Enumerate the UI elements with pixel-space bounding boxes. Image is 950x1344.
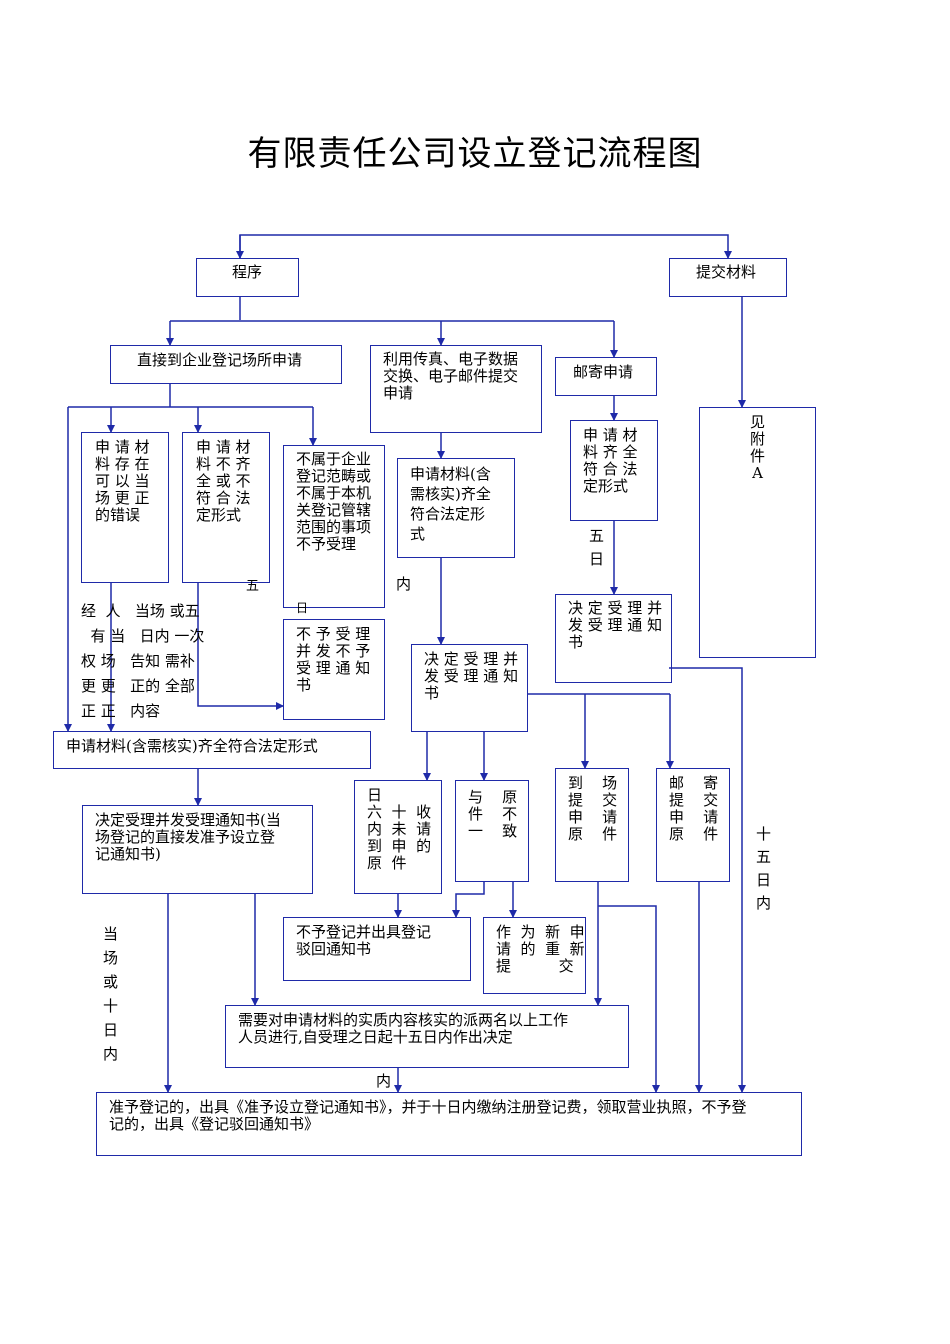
electronic-submit-label: 利用传真、电子数据 交换、电子邮件提交 申请	[383, 350, 519, 402]
out-of-scope-box: 不属于企业 登记范畴或 不属于本机 关登记管辖 范围的事项 不予受理	[283, 445, 385, 608]
reject-notice-label: 不 予 受 理 并 发 不 予 受 理 通 知 书	[296, 625, 371, 694]
e-accept-label: 决 定 受 理 并 发 受 理 通 知 书	[424, 650, 519, 702]
reject-notice-box: 不 予 受 理 并 发 不 予 受 理 通 知 书	[283, 619, 385, 720]
five-days-vertical: 五 日	[589, 527, 605, 568]
direct-complete-box: 申请材料(含需核实)齐全符合法定形式	[53, 731, 371, 769]
no-register-notice-label: 不予登记并出具登记 驳回通知书	[296, 923, 432, 958]
e-inconsistent-box: 与 原 件 不 一 致	[455, 780, 529, 882]
inner-mark-1: 内	[396, 575, 412, 593]
electronic-submit-box: 利用传真、电子数据 交换、电子邮件提交 申请	[370, 345, 542, 433]
e-onsite-label: 到 场 提 交 申 请 原 件	[568, 774, 618, 843]
incomplete-label: 申 请 材 料 不 齐 全 或 不 符 合 法 定形式	[196, 438, 251, 524]
e-accept-box: 决 定 受 理 并 发 受 理 通 知 书	[411, 644, 528, 732]
procedure-box: 程序	[196, 258, 299, 297]
correctable-errors-label: 申 请 材 料 存 在 可 以 当 场 更 正 的错误	[95, 438, 150, 524]
e-mail-original-box: 邮 寄 提 交 申 请 原 件	[656, 768, 730, 882]
direct-apply-label: 直接到企业登记场所申请	[137, 351, 303, 369]
mail-accept-box: 决 定 受 理 并 发 受 理 通 知 书	[555, 594, 672, 683]
direct-accept-label: 决定受理并发受理通知书(当 场登记的直接发准予设立登 记通知书)	[95, 811, 281, 863]
inner-mark-2: 内	[376, 1072, 392, 1090]
e-complete-box: 申请材料(含 需核实)齐全 符合法定形 式	[397, 458, 515, 558]
mail-complete-box: 申 请 材 料 齐 全 符 合 法 定形式	[570, 420, 658, 521]
submit-materials-box: 提交材料	[669, 258, 787, 297]
new-application-label: 作 为 新 申 请 的 重 新 提 交	[496, 923, 585, 975]
e-not-received-label: 日 六 十 收 内 未 请 到 申 的 原 件	[367, 786, 432, 872]
e-mail-original-label: 邮 寄 提 交 申 请 原 件	[669, 774, 719, 843]
final-decision-label: 准予登记的，出具《准予设立登记通知书》，并于十日内缴纳注册登记费，领取营业执照，…	[109, 1098, 747, 1133]
see-attachment-box: 见 附 件 A	[699, 407, 816, 658]
direct-apply-box: 直接到企业登记场所申请	[110, 345, 342, 384]
e-complete-label: 申请材料(含 需核实)齐全 符合法定形 式	[410, 465, 491, 543]
mail-apply-box: 邮寄申请	[555, 357, 657, 396]
mail-apply-label: 邮寄申请	[573, 363, 634, 381]
verify-process-box: 需要对申请材料的实质内容核实的派两名以上工作 人员进行,自受理之日起十五日内作出…	[225, 1005, 629, 1068]
direct-complete-label: 申请材料(含需核实)齐全符合法定形式	[66, 737, 318, 755]
e-inconsistent-label: 与 原 件 不 一 致	[468, 788, 518, 840]
direct-accept-box: 决定受理并发受理通知书(当 场登记的直接发准予设立登 记通知书)	[82, 805, 313, 894]
mail-complete-label: 申 请 材 料 齐 全 符 合 法 定形式	[583, 426, 638, 495]
verify-process-label: 需要对申请材料的实质内容核实的派两名以上工作 人员进行,自受理之日起十五日内作出…	[238, 1011, 569, 1046]
day-mark: 日	[296, 601, 309, 615]
e-onsite-box: 到 场 提 交 申 请 原 件	[555, 768, 629, 882]
five-day-mark: 五	[246, 579, 260, 594]
out-of-scope-label: 不属于企业 登记范畴或 不属于本机 关登记管辖 范围的事项 不予受理	[296, 450, 372, 553]
procedure-label: 程序	[232, 263, 263, 281]
e-not-received-box: 日 六 十 收 内 未 请 到 申 的 原 件	[354, 780, 442, 894]
submit-materials-label: 提交材料	[696, 263, 757, 281]
fifteen-days-vertical: 十 五 日 内	[756, 825, 772, 912]
correctable-errors-box: 申 请 材 料 存 在 可 以 当 场 更 正 的错误	[81, 432, 169, 583]
onsite-or-ten-days: 当 场 或 十 日 内	[103, 925, 119, 1063]
final-decision-box: 准予登记的，出具《准予设立登记通知书》，并于十日内缴纳注册登记费，领取营业执照，…	[96, 1092, 802, 1156]
page-title: 有限责任公司设立登记流程图	[247, 134, 703, 174]
new-application-box: 作 为 新 申 请 的 重 新 提 交	[483, 917, 586, 994]
mail-accept-label: 决 定 受 理 并 发 受 理 通 知 书	[568, 599, 663, 651]
incomplete-box: 申 请 材 料 不 齐 全 或 不 符 合 法 定形式	[182, 432, 270, 583]
see-attachment-label: 见 附 件 A	[750, 413, 766, 482]
no-register-notice-box: 不予登记并出具登记 驳回通知书	[283, 917, 471, 981]
staff-note: 经 人 当场 或五 有 当 日内 一次 权 场 告知 需补 更 更 正的 全部 …	[81, 602, 205, 720]
